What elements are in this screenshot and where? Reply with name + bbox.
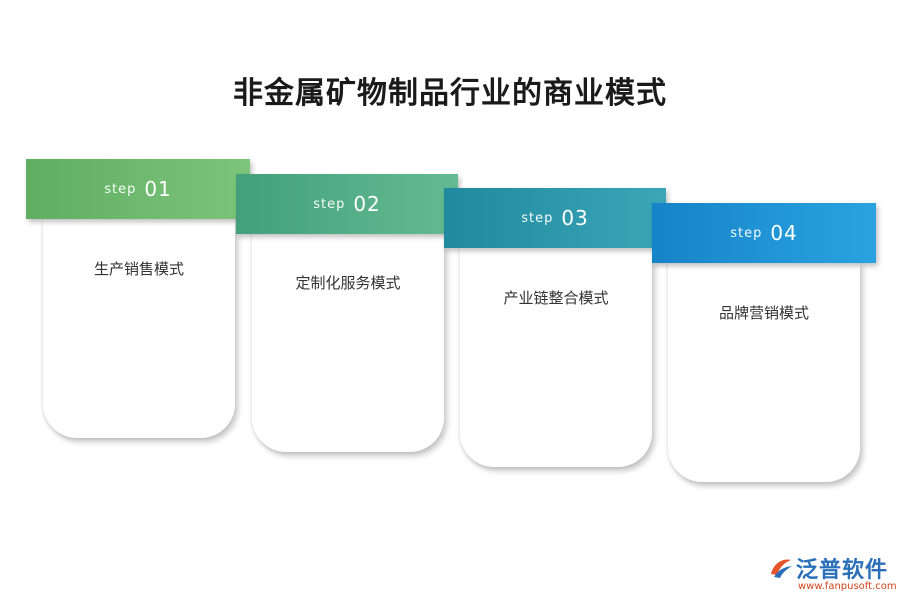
brand-name: 泛普软件 [796,558,889,583]
step-word-2: step [313,196,346,212]
step-banner-3: step 03 [444,188,666,248]
step-label-1: 生产销售模式 [93,260,184,278]
step-number-3: 03 [561,206,589,230]
step-number-1: 01 [144,177,172,201]
fanpu-logo-icon [771,559,792,578]
step-word-1: step [104,181,137,197]
page-title: 非金属矿物制品行业的商业模式 [233,76,667,111]
step-label-2: 定制化服务模式 [295,274,401,292]
step-label-4: 品牌营销模式 [718,304,809,322]
step-label-3: 产业链整合模式 [503,289,609,307]
step-number-2: 02 [353,192,381,216]
step-word-4: step [730,225,763,241]
step-card-4: 品牌营销模式 [668,262,860,482]
step-card-1: 生产销售模式 [43,218,235,438]
step-number-4: 04 [770,221,798,245]
step-card-2: 定制化服务模式 [252,232,444,452]
step-word-3: step [521,210,554,226]
step-banner-4: step 04 [652,203,876,263]
step-banner-2: step 02 [236,174,458,234]
step-banner-1: step 01 [26,159,250,219]
step-card-3: 产业链整合模式 [460,247,652,467]
brand-url: www.fanpusoft.com [798,581,897,592]
brand-logo: 泛普软件 www.fanpusoft.com [768,552,897,594]
